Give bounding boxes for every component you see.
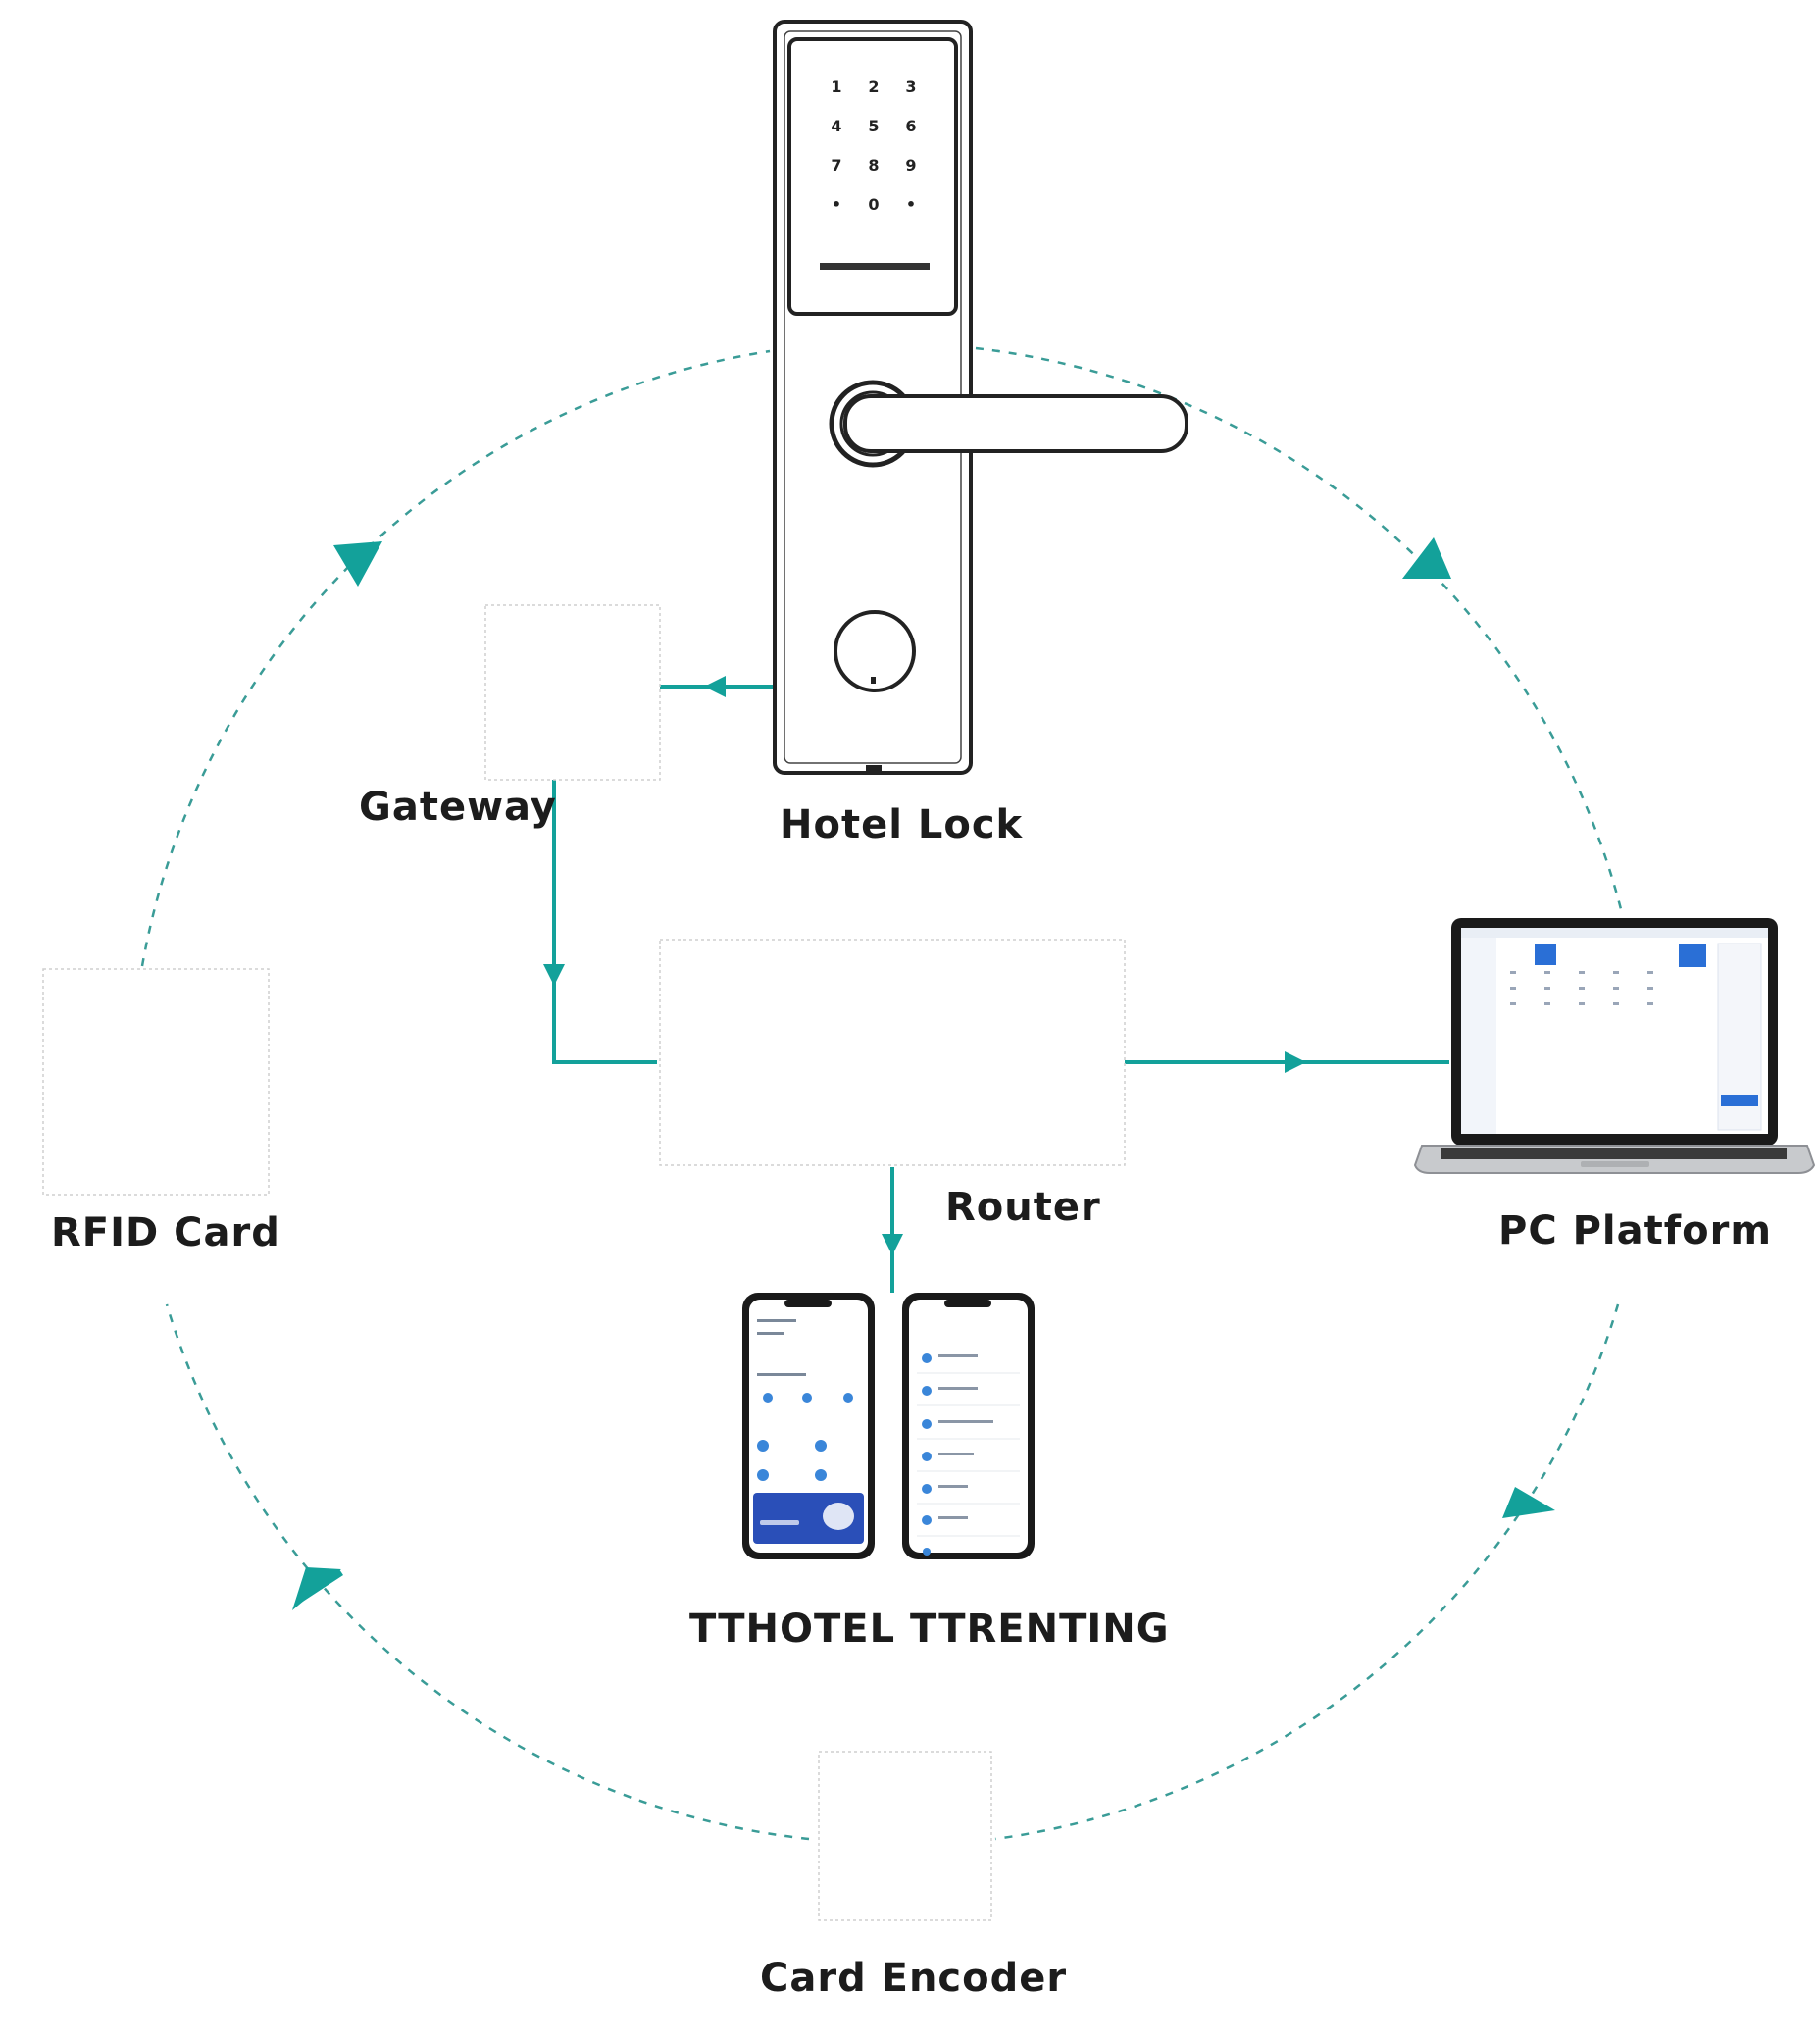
connector-gateway-to-router	[552, 780, 657, 1064]
card-encoder-box	[818, 1751, 992, 1921]
arrow-down-gateway-line	[543, 964, 565, 986]
hotel-lock-illustration: 1 2 3 4 5 6 7 8 9 • 0 •	[773, 20, 1188, 775]
lock-brand-strip	[820, 263, 930, 270]
loop-arrow-upper-left	[333, 541, 382, 586]
phones-illustration	[742, 1293, 1035, 1559]
key-2: 2	[868, 77, 879, 96]
key-4: 4	[831, 117, 841, 135]
placeholder-boxes	[42, 604, 1126, 1921]
key-right: •	[906, 195, 916, 214]
key-5: 5	[868, 117, 879, 135]
key-0: 0	[868, 195, 879, 214]
router-box	[659, 939, 1126, 1166]
loop-arrow-upper-right	[1402, 537, 1451, 579]
lock-keyhole-cylinder	[834, 610, 916, 692]
rfid-card-box	[42, 968, 270, 1196]
pc-platform-label: PC Platform	[1498, 1208, 1773, 1253]
router-label: Router	[945, 1185, 1101, 1230]
laptop-illustration	[1413, 918, 1816, 1174]
gateway-label: Gateway	[359, 785, 557, 830]
loop-arrow-lower-right	[1502, 1487, 1555, 1518]
laptop-screen	[1461, 928, 1768, 1134]
lock-bottom-latch	[866, 765, 882, 771]
rfid-card-label: RFID Card	[51, 1210, 280, 1255]
hotel-lock-label: Hotel Lock	[780, 802, 1024, 847]
key-8: 8	[868, 156, 879, 175]
key-7: 7	[831, 156, 841, 175]
key-1: 1	[831, 77, 841, 96]
arrow-to-phones	[882, 1234, 903, 1255]
key-6: 6	[905, 117, 916, 135]
connector-arrows	[543, 676, 1306, 1255]
key-left: •	[832, 195, 841, 214]
gateway-box	[484, 604, 661, 781]
key-9: 9	[905, 156, 916, 175]
loop-arrow-lower-left-b	[292, 1567, 341, 1610]
arrow-to-pc	[1285, 1051, 1306, 1073]
mobile-app-label: TTHOTEL TTRENTING	[689, 1606, 1170, 1652]
card-encoder-label: Card Encoder	[760, 1956, 1068, 2001]
phone-right	[902, 1293, 1035, 1559]
arrow-to-gateway	[704, 676, 726, 697]
phone-left	[742, 1293, 875, 1559]
lock-keypad-panel	[787, 37, 958, 316]
keypad-keys: 1 2 3 4 5 6 7 8 9 • 0 •	[831, 77, 916, 214]
lock-lever-handle	[843, 394, 1188, 453]
key-3: 3	[905, 77, 916, 96]
